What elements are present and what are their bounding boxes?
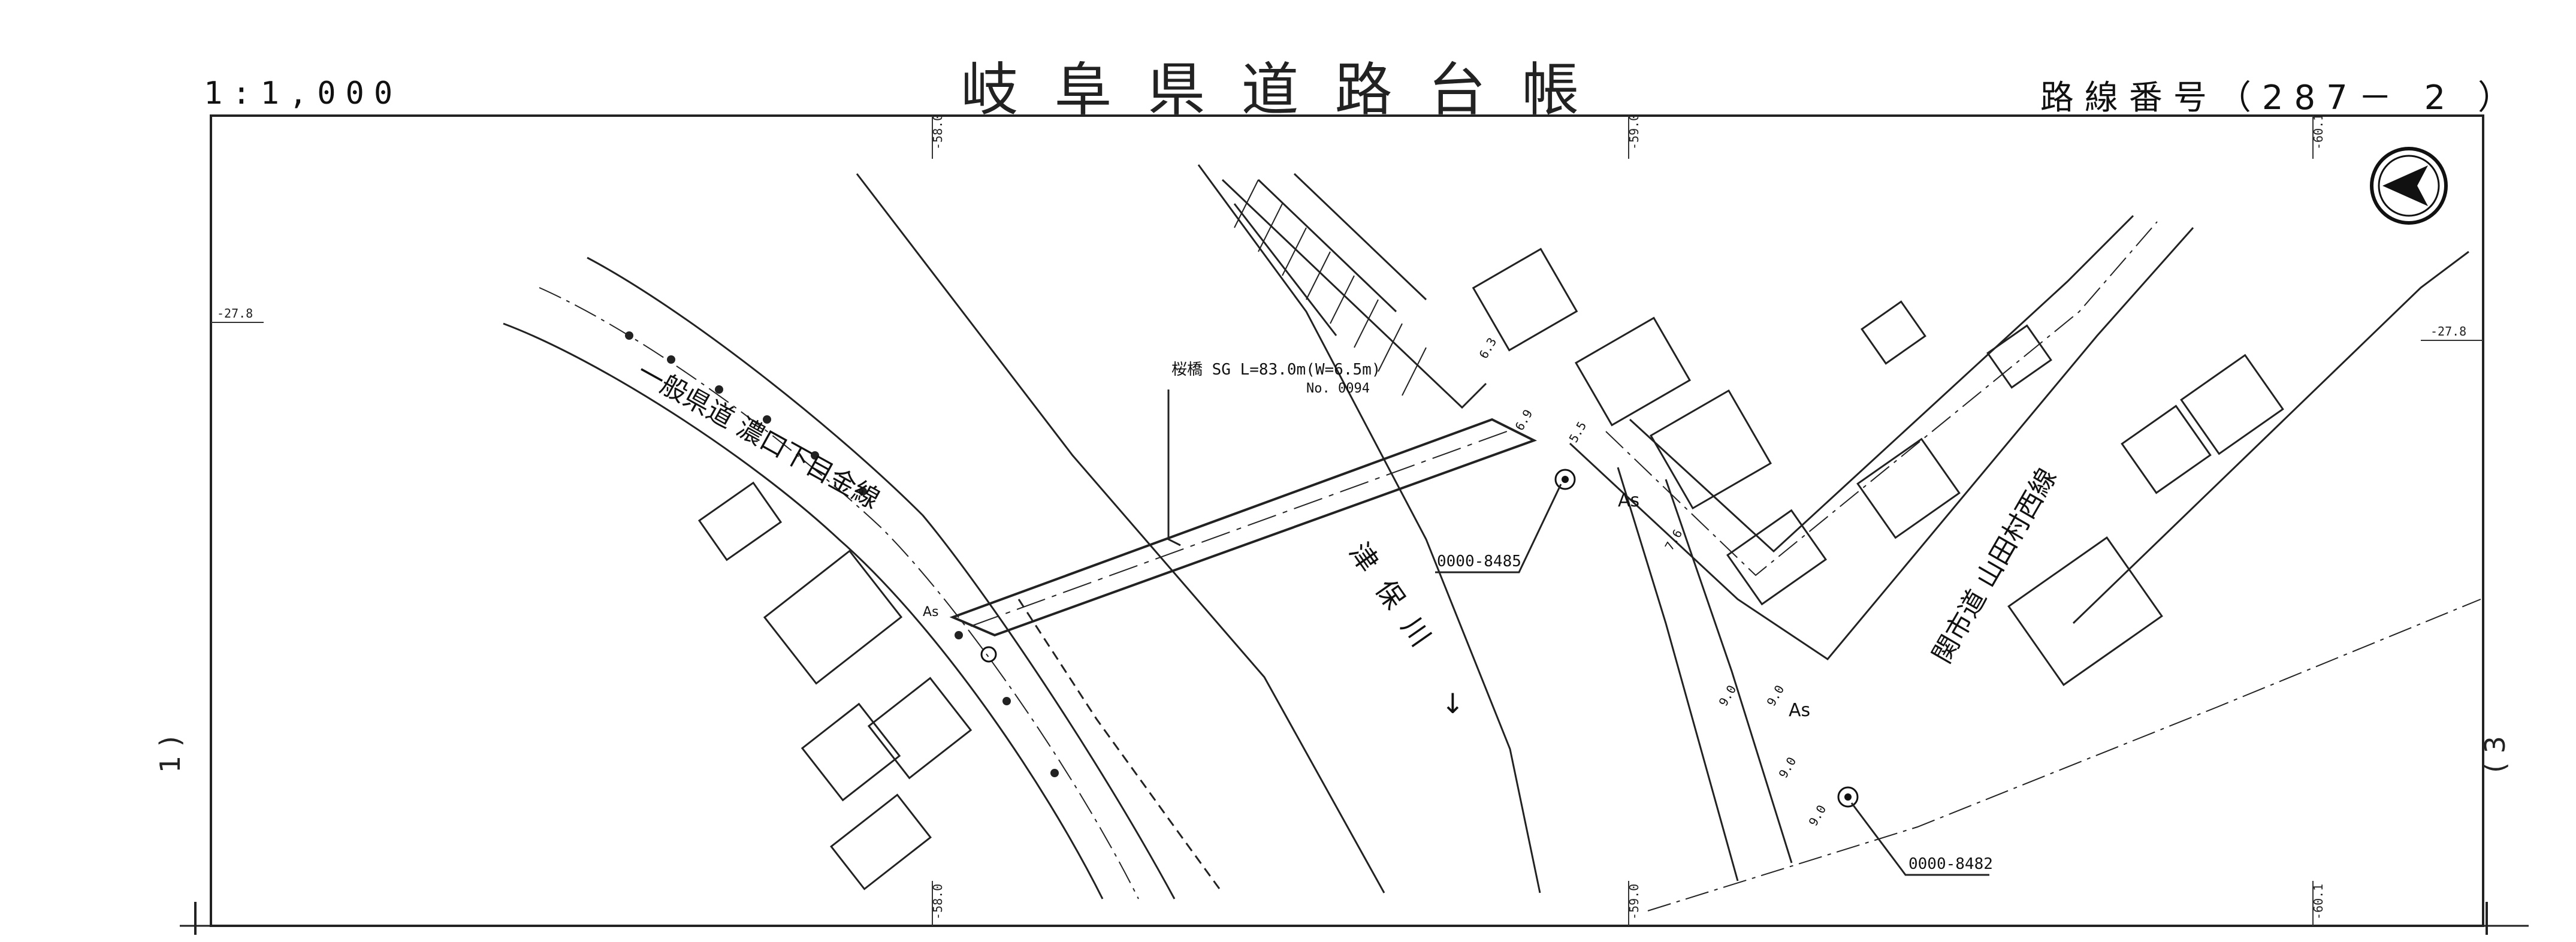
dimension-label: 7.6 [1662,527,1686,552]
grid-label-top-1: -58.0 [931,114,945,150]
scale-label: 1:1,000 [204,76,403,111]
benchmark-icon-3 [980,646,997,663]
dimension-label: 9.0 [1764,683,1787,708]
dimension-label: 6.3 [1476,335,1500,361]
hatching [1234,179,1427,396]
benchmark-label-1: 0000-8485 [1437,552,1521,570]
asphalt-label-3: As [1789,700,1810,721]
grid-label-bottom-1: -58.0 [931,884,945,920]
benchmark-label-2: 0000-8482 [1908,855,1993,873]
dimension-label: 9.0 [1806,802,1829,828]
prefectural-road [503,256,1176,899]
sheet-marker-right: ( 3 [2479,736,2511,773]
page-title: 岐阜県道路台帳 [961,56,1615,123]
bridge [949,418,1538,637]
asphalt-label-1: As [923,605,939,620]
route-number: 路線番号（287－ 2 ） [2040,78,2522,117]
grid-label-bottom-2: -59.0 [1627,884,1641,920]
benchmark-icon-2 [1837,786,1859,808]
map-frame [210,114,2484,927]
dimension-label: 6.9 [1512,407,1536,433]
grid-label-top-3: -60.1 [2311,114,2326,150]
grid-label-top-2: -59.0 [1627,114,1641,150]
dimension-label: 5.5 [1566,419,1590,445]
benchmark-icon-1 [1554,469,1576,490]
roadside-dots [625,331,1059,777]
asphalt-label-2: As [1618,490,1639,511]
bridge-leader [1167,390,1181,547]
bridge-info-label: 桜橋 SG L=83.0m(W=6.5m) [1171,361,1381,379]
benchmark-leader-2 [1850,802,1989,876]
river-arrow: ↓ [1441,687,1464,720]
bridge-number-label: No. 0094 [1306,381,1370,396]
dimension-label: 9.0 [1776,754,1799,780]
grid-label-left: -27.8 [217,306,253,321]
grid-label-bottom-3: -60.1 [2311,884,2326,920]
city-road-label: 関市道 山田村西線 [1926,463,2062,668]
north-arrow-icon [2370,147,2448,225]
sheet-marker-left: 1 ) [154,736,186,773]
benchmark-leader-1 [1435,484,1562,573]
city-road [1569,215,2481,911]
grid-label-right: -27.8 [2430,324,2466,339]
river-banks [856,164,1541,893]
